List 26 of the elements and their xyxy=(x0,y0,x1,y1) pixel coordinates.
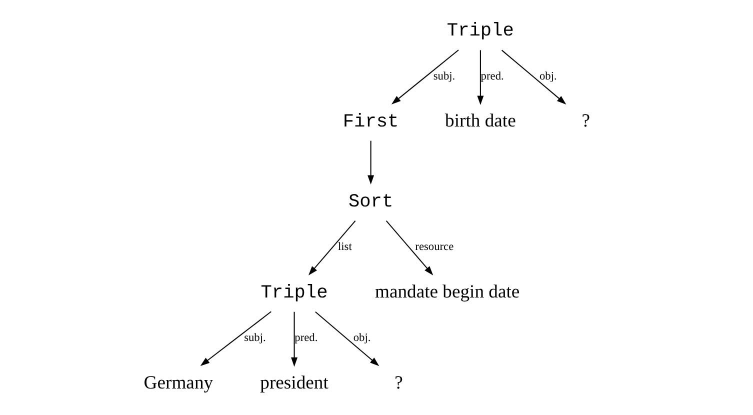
arrow xyxy=(477,50,484,106)
node-text: mandate begin date xyxy=(375,281,520,302)
arrow xyxy=(291,312,298,367)
edge-label: subj. xyxy=(433,70,456,83)
arrow xyxy=(200,311,272,366)
arrow xyxy=(308,220,356,276)
edge-label: obj. xyxy=(540,70,557,83)
node-text: Germany xyxy=(144,372,214,394)
arrow xyxy=(386,220,434,276)
edge-label: obj. xyxy=(353,332,371,344)
edge-label: subj. xyxy=(244,332,266,344)
node-text: birth date xyxy=(445,110,516,132)
arrow xyxy=(501,50,566,104)
node-text: ? xyxy=(582,110,590,132)
arrow xyxy=(391,50,459,104)
arrow xyxy=(368,140,374,185)
node-text: Sort xyxy=(348,191,394,212)
node-text: ? xyxy=(394,372,403,394)
edge-label: resource xyxy=(415,241,454,254)
node-text: Triple xyxy=(446,20,514,42)
node-text: president xyxy=(260,372,328,394)
arrow xyxy=(315,311,380,366)
node-text: Triple xyxy=(260,282,328,304)
edge-label: pred. xyxy=(480,70,504,83)
edge-label: list xyxy=(338,241,352,254)
node-text: First xyxy=(342,112,399,133)
